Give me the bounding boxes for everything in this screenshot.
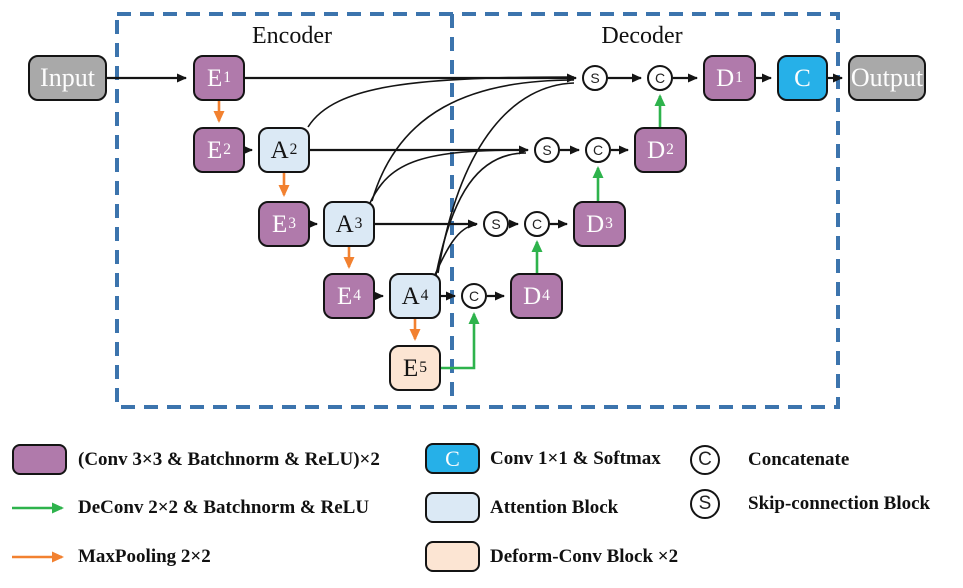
- legend-arrows: [12, 502, 64, 563]
- legend-deform-label: Deform-Conv Block ×2: [490, 546, 679, 567]
- block-label: D: [586, 210, 605, 238]
- block-label-sup: 1: [735, 69, 743, 87]
- output-block: Output: [848, 55, 926, 101]
- circle-letter: S: [698, 493, 712, 514]
- circle-letter: C: [592, 142, 604, 158]
- legend-deform-swatch: [425, 541, 480, 572]
- block-label-sup: 3: [605, 215, 613, 233]
- skip-circle-row1: S: [582, 65, 608, 91]
- circle-letter: C: [654, 70, 666, 86]
- block-label-sup: 2: [289, 141, 298, 159]
- legend-attention-swatch: [425, 492, 480, 523]
- concat-circle-row2: C: [585, 137, 611, 163]
- block-label: A: [270, 136, 289, 164]
- skip-circle-row3: S: [483, 211, 509, 237]
- concat-circle-row4: C: [461, 283, 487, 309]
- encoder-section-label: Encoder: [252, 23, 332, 49]
- conv-softmax-block: C: [777, 55, 828, 101]
- block-label: D: [523, 282, 542, 310]
- decoder-section-label: Decoder: [601, 23, 683, 49]
- skip-circle-row2: S: [534, 137, 560, 163]
- legend-conv-swatch: [12, 444, 67, 475]
- legend-concat-label: Concatenate: [748, 449, 850, 470]
- block-label: E: [336, 282, 353, 310]
- legend-deconv-label: DeConv 2×2 & Batchnorm & ReLU: [78, 497, 370, 518]
- block-label: E: [206, 136, 223, 164]
- legend-conv-softmax-swatch: C: [425, 443, 480, 474]
- block-label: E: [402, 354, 419, 382]
- dataflow-arrows: [107, 73, 843, 301]
- block-label-sup: 4: [420, 287, 429, 305]
- circle-letter: C: [698, 449, 712, 470]
- block-label: D: [647, 136, 666, 164]
- block-label-sup: 2: [666, 141, 674, 159]
- legend-concat-circle: C: [690, 445, 720, 475]
- block-label: E: [206, 64, 223, 92]
- block-label-sup: 5: [419, 359, 428, 377]
- maxpool-arrows: [213, 101, 421, 341]
- block-label: A: [335, 210, 354, 238]
- input-label: Input: [40, 63, 95, 92]
- block-label: C: [794, 64, 811, 92]
- block-label: E: [271, 210, 288, 238]
- deconv-arrows: [441, 94, 666, 370]
- block-label: A: [401, 282, 420, 310]
- legend-skip-circle: S: [690, 489, 720, 519]
- block-label-sup: 4: [542, 287, 550, 305]
- concat-circle-row3: C: [524, 211, 550, 237]
- skip-connection-curves: [307, 76, 575, 278]
- input-block: Input: [28, 55, 107, 101]
- output-label: Output: [850, 63, 924, 92]
- swatch-letter: C: [445, 445, 460, 471]
- circle-letter: C: [468, 288, 480, 304]
- legend-maxpool-label: MaxPooling 2×2: [78, 546, 211, 567]
- legend-conv-softmax-label: Conv 1×1 & Softmax: [490, 448, 661, 469]
- circle-letter: S: [590, 70, 600, 86]
- block-label-sup: 4: [353, 287, 362, 305]
- circle-letter: S: [491, 216, 501, 232]
- circle-letter: C: [531, 216, 543, 232]
- block-label-sup: 2: [223, 141, 232, 159]
- concat-circle-row1: C: [647, 65, 673, 91]
- legend-conv-label: (Conv 3×3 & Batchnorm & ReLU)×2: [78, 449, 380, 470]
- block-label-sup: 3: [354, 215, 363, 233]
- block-label-sup: 1: [223, 69, 232, 87]
- legend-attention-label: Attention Block: [490, 497, 619, 518]
- circle-letter: S: [542, 142, 552, 158]
- block-label: D: [716, 64, 735, 92]
- legend-skip-label: Skip-connection Block: [748, 493, 931, 514]
- block-label-sup: 3: [288, 215, 297, 233]
